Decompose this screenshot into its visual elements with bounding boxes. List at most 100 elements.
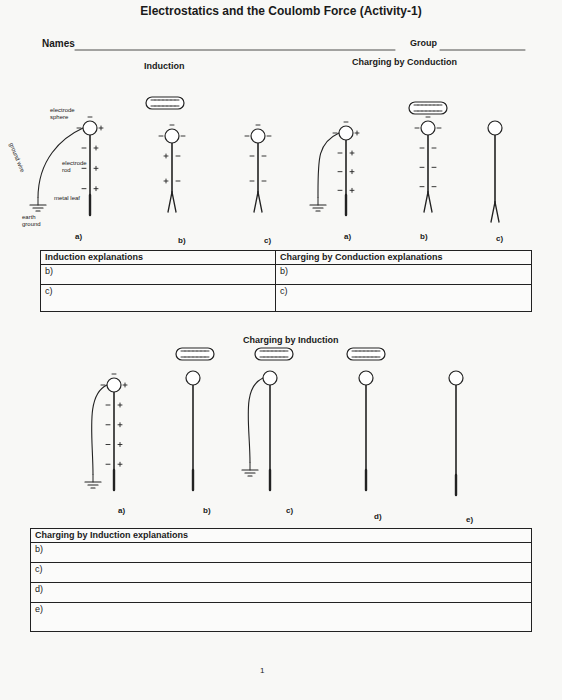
figure-letter: b) <box>178 236 186 245</box>
minus-sign <box>376 351 380 352</box>
minus-sign <box>360 357 364 358</box>
minus-sign <box>434 111 438 112</box>
ground-wire <box>318 133 339 198</box>
minus-sign <box>430 111 434 112</box>
minus-sign <box>82 148 86 149</box>
minus-sign <box>264 351 268 352</box>
minus-sign <box>181 136 185 137</box>
electrode-sphere <box>421 121 435 135</box>
minus-sign <box>426 117 430 118</box>
plus-sign <box>357 131 358 135</box>
minus-sign <box>197 351 201 352</box>
minus-sign <box>82 188 86 189</box>
minus-sign <box>376 357 380 358</box>
plus-sign <box>125 383 126 387</box>
table-heading: Charging by Conduction explanations <box>276 251 531 265</box>
minus-sign <box>356 351 360 352</box>
answer-row: c) <box>41 285 275 311</box>
minus-sign <box>155 106 159 107</box>
answer-row: b) <box>31 543 531 563</box>
electrode-rod <box>345 140 347 195</box>
electrode-sphere <box>251 129 265 143</box>
ground-symbol <box>316 210 320 211</box>
electrode-sphere <box>263 371 277 385</box>
minus-sign <box>356 357 360 358</box>
minus-sign <box>438 105 442 106</box>
minus-sign <box>256 125 260 126</box>
metal-leaf <box>495 202 499 222</box>
minus-sign <box>267 136 271 137</box>
minus-sign <box>360 351 364 352</box>
section-heading: Charging by Conduction <box>352 57 457 67</box>
minus-sign <box>276 357 280 358</box>
minus-sign <box>272 357 276 358</box>
ground-symbol <box>242 469 258 470</box>
plus-sign <box>166 179 167 183</box>
minus-sign <box>163 100 167 101</box>
minus-sign <box>176 181 180 182</box>
electrode-rod <box>113 392 115 470</box>
minus-sign <box>260 357 264 358</box>
minus-sign <box>106 405 110 406</box>
explanation-table: Charging by Conduction explanationsb)c) <box>275 250 532 312</box>
field-label: Names <box>42 38 75 50</box>
plus-sign <box>120 423 121 427</box>
minus-sign <box>197 357 201 358</box>
group-line <box>440 50 525 51</box>
minus-sign <box>364 357 368 358</box>
answer-row: b) <box>276 265 531 285</box>
plus-sign <box>96 166 97 170</box>
name-line <box>75 50 395 51</box>
minus-sign <box>344 122 348 123</box>
ground-symbol <box>30 204 46 205</box>
ground-symbol <box>85 481 101 482</box>
minus-sign <box>250 156 254 157</box>
electrode-sphere <box>83 121 97 135</box>
metal-leaf <box>455 475 457 495</box>
electrode-rod <box>192 385 194 470</box>
electrode-sphere <box>359 371 373 385</box>
minus-sign <box>434 105 438 106</box>
charged-rod <box>255 348 293 360</box>
section-heading: Charging by Induction <box>243 335 339 345</box>
minus-sign <box>432 167 436 168</box>
part-label: electrode sphere <box>50 107 80 121</box>
minus-sign <box>167 100 171 101</box>
section-heading: Induction <box>144 61 185 71</box>
field-label: Group <box>410 38 437 48</box>
minus-sign <box>418 105 422 106</box>
minus-sign <box>77 128 81 129</box>
answer-row: e) <box>31 603 531 631</box>
ground-wire <box>92 385 107 475</box>
minus-sign <box>171 100 175 101</box>
plus-sign <box>96 146 97 150</box>
part-label: ground wire <box>8 142 26 174</box>
figure-letter: e) <box>466 515 473 524</box>
minus-sign <box>420 186 424 187</box>
ground-symbol <box>250 463 251 470</box>
minus-sign <box>432 186 436 187</box>
figure-letter: b) <box>420 232 428 241</box>
ground-symbol <box>245 472 255 473</box>
minus-sign <box>414 111 418 112</box>
metal-leaf <box>258 192 262 212</box>
figure-letter: b) <box>203 506 211 515</box>
table-heading: Charging by Induction explanations <box>31 529 531 543</box>
explanation-table: Charging by Induction explanationsb)c)d)… <box>30 528 532 632</box>
electrode-sphere <box>107 378 121 392</box>
figure-letter: c) <box>286 506 293 515</box>
minus-sign <box>159 106 163 107</box>
minus-sign <box>426 105 430 106</box>
minus-sign <box>268 351 272 352</box>
metal-leaf <box>365 470 367 490</box>
part-label: metal leaf <box>54 195 80 202</box>
metal-leaf <box>168 192 172 212</box>
minus-sign <box>112 374 116 375</box>
ground-symbol <box>91 487 95 488</box>
minus-sign <box>205 351 209 352</box>
metal-leaf <box>269 470 271 490</box>
minus-sign <box>264 357 268 358</box>
minus-sign <box>245 136 249 137</box>
minus-sign <box>368 357 372 358</box>
minus-sign <box>338 190 342 191</box>
